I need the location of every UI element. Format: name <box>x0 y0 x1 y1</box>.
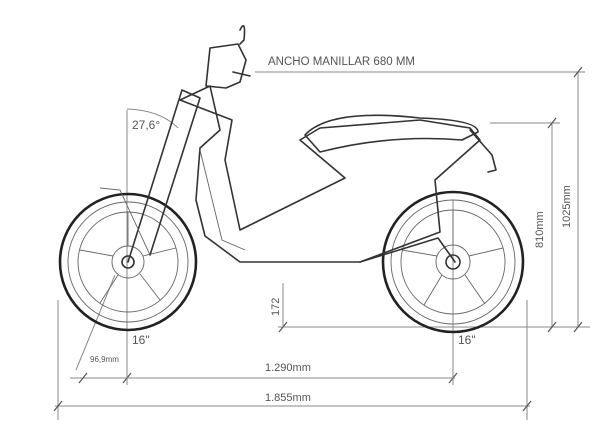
rear-wheel <box>381 190 525 334</box>
front-wheel <box>58 192 198 332</box>
trail-label: 96,9mm <box>90 355 119 364</box>
seat-height-label: 810mm <box>534 211 546 248</box>
front-wheel-size-label: 16" <box>132 333 150 347</box>
wheelbase-label: 1.290mm <box>265 362 311 374</box>
steering-angle-label: 27,6° <box>132 118 161 132</box>
scooter-body <box>99 24 497 263</box>
ground-clearance-label: 172 <box>270 297 282 316</box>
total-length-label: 1.855mm <box>265 392 311 404</box>
handlebar-width-label: ANCHO MANILLAR 680 MM <box>268 56 415 68</box>
rear-wheel-size-label: 16" <box>458 333 476 347</box>
total-height-label: 1025mm <box>561 185 573 228</box>
